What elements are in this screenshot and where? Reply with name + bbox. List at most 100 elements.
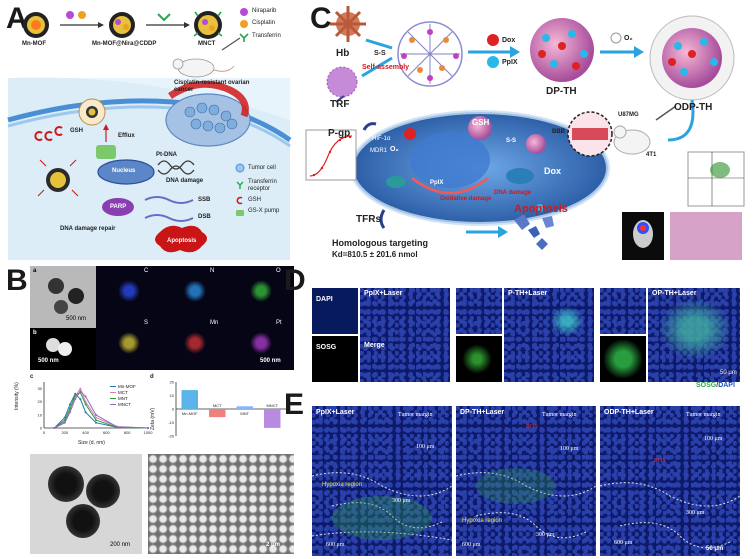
legend-transferrin-receptor: Transferrin receptor [248,179,277,192]
panel-a: A [0,0,300,262]
panel-d: D DAPI SOSG PpIX+Laser Merge P-TH+Laser … [284,262,753,390]
element-label-pt: Pt [276,320,282,326]
label-nucleus: Nucleus [112,168,136,174]
element-label-n: N [210,268,215,274]
tumor-tissue [165,93,251,147]
chart-d-category-label: MNT [240,411,249,416]
chart-c-point [79,398,82,401]
chart-c-legend-entry: MCT [118,390,128,395]
e-100-2: 100 μm [560,446,579,452]
e-100-3: 100 μm [704,436,723,442]
mouse-caption: Cisplatin-resistant ovarian cancer [174,80,250,93]
c-label-odp-th: ODP-TH [674,102,713,113]
tem-image-e: e 200 nm [30,454,142,554]
chart-c-point [95,419,97,422]
scale-a: 500 nm [66,316,87,322]
scale-map: 500 nm [260,358,281,364]
chart-d-bar [209,409,226,418]
trf-protein [327,67,357,97]
e-ros-2: ROS [526,424,538,430]
flow-cytometry-inset [687,151,745,207]
c-label-pplx: PpIX [502,59,518,66]
d-scale: 50 μm [720,370,737,376]
apoptotic-fragments [514,214,554,250]
d-sosg-opth [600,336,646,382]
sub-label-a: a [33,268,37,274]
c-label-dp-th: DP-TH [546,86,577,97]
apoptosis-blob [155,225,207,253]
c-label-mdr1: MDR1 [370,148,388,154]
panel-letter-e: E [284,388,305,421]
c-label-o2b: O₂ [390,146,399,153]
chart-c-point [79,387,82,390]
element-label-o: O [276,268,281,274]
element-map-o: O [228,266,294,318]
c-label-trf: TRF [330,99,350,110]
c-label-dox: Dox [502,37,516,44]
chart-c-point [69,407,71,410]
legend-gsh: GSH [248,197,262,203]
e-overlay-pplx [312,472,452,541]
d-dapi-opth [600,288,646,334]
chart-c-series-line [54,391,149,429]
chart-d-category-label: MNCT [266,403,278,408]
d-legend-sosg: SOSG [696,382,717,389]
chart-d-y-tick: -20 [168,434,175,439]
d-label-dapi: DAPI [316,296,333,303]
d-sosg-small: SOSG [312,336,358,382]
panel-letter-b: B [6,264,28,297]
chart-d-bar [236,406,253,409]
binding-curve-inset [305,129,357,181]
chart-c-x-tick: 600 [103,430,110,435]
chart-c-point [69,411,71,414]
c-label-gsh: GSH [472,118,490,127]
e-600-1: 600 μm [326,542,345,548]
label-apoptosis-a: Apoptosis [167,238,197,244]
chart-c-legend-entry: MNT [118,396,128,401]
e-margin-2: Tumor margin [542,412,577,418]
d-label-sosg: SOSG [316,344,337,351]
label-parp: PARP [110,204,127,210]
chart-c-x-tick: 0 [43,430,46,435]
odp-th-sphere [649,15,735,101]
c-label-hb: Hb [336,48,350,59]
chart-c-point [95,421,97,424]
chart-c-y-tick: 10 [38,412,43,417]
haadf-image-b: b 500 nm [30,328,96,370]
e-overlay-odpth [600,482,740,549]
c-label-4t1: 4T1 [646,152,657,158]
element-label-mn: Mn [210,320,219,326]
d-title-pth: P-TH+Laser [508,290,548,297]
chart-c-point [84,411,87,414]
c-label-tfrs: TFRs [356,214,381,225]
e-title-odpth: ODP-TH+Laser [604,409,654,416]
chart-c-point [84,403,87,406]
element-map-n: N [162,266,228,318]
chart-c-point [84,395,87,398]
chart-c-x-tick: 800 [124,430,131,435]
e-margin-3: Tumor margin [686,412,721,418]
chart-c-point [53,427,56,429]
chart-c-x-tick: 200 [61,430,68,435]
element-map-mn: Mn [162,318,228,370]
d-label-merge: Merge [364,342,385,349]
e-hypoxia-2: Hypoxia region [462,518,503,524]
e-100-1: 100 μm [416,444,435,450]
chart-c-y-tick: 20 [38,399,43,404]
c-label-oxidative: Oxidative damage [440,196,492,202]
tem-image-a: a 500 nm [30,266,96,328]
chart-c-point [95,416,97,419]
chart-c-point [115,425,118,428]
scale-b: 500 nm [38,358,59,364]
chart-c-point [147,427,149,429]
element-map-pt: Pt 500 nm [228,318,294,370]
chart-c-point [74,398,77,401]
sub-label-c: c [30,374,34,380]
network-sphere-1 [397,21,463,87]
c-label-pplx2: PpIX [430,180,444,186]
stage-label-nira: Mn-MOF@Nira@CDDP [92,41,157,47]
chart-d-category-label: Mn-MOF [182,411,198,416]
chart-c-point [95,413,97,416]
c-label-ss2: S-S [506,138,517,144]
